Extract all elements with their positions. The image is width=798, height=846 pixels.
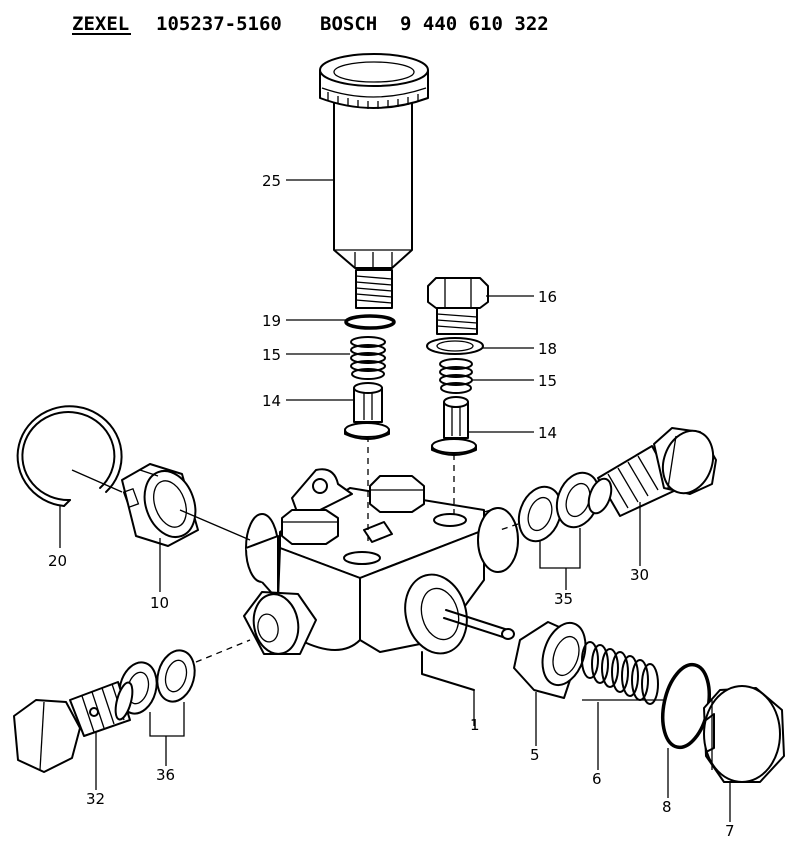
label-part-32: 32 (86, 790, 105, 808)
plug-bolt-part (427, 277, 489, 335)
bosch-number: 9 440 610 322 (400, 13, 549, 35)
leader-lines (59, 179, 731, 822)
washer-pair-35 (517, 471, 601, 569)
pump-body-part (243, 468, 519, 691)
cap-nut-part (703, 685, 785, 783)
connector-sleeve-part (121, 463, 199, 547)
spring-right-part (439, 358, 473, 394)
label-part-8: 8 (662, 798, 672, 816)
label-part-1: 1 (470, 716, 480, 734)
label-part-18: 18 (538, 340, 557, 358)
label-part-7: 7 (725, 822, 735, 840)
piston-spring-part (581, 641, 659, 705)
zexel-number: 105237-5160 (156, 13, 282, 35)
label-part-15b: 15 (538, 372, 557, 390)
label-part-16: 16 (538, 288, 557, 306)
label-part-19: 19 (262, 312, 281, 330)
brand-label: ZEXEL (72, 13, 129, 35)
check-valve-left-part (344, 382, 390, 440)
label-part-5: 5 (530, 746, 540, 764)
part-labels: 25 19 15 14 16 18 15 14 20 10 30 35 1 5 … (48, 172, 735, 840)
label-part-25: 25 (262, 172, 281, 190)
label-part-20: 20 (48, 552, 67, 570)
label-part-14a: 14 (262, 392, 281, 410)
check-valve-right-part (431, 396, 477, 456)
spring-left-part (350, 336, 386, 380)
label-part-36: 36 (156, 766, 175, 784)
banjo-bolt-right-part (587, 427, 717, 517)
filter-canister-part (319, 53, 429, 309)
banjo-bolt-left-part (13, 681, 134, 773)
label-part-15a: 15 (262, 346, 281, 364)
piston-part (443, 609, 587, 699)
diagram-header: ZEXEL 105237-5160 BOSCH 9 440 610 322 (72, 13, 549, 35)
label-part-10: 10 (150, 594, 169, 612)
label-part-6: 6 (592, 770, 602, 788)
label-part-30: 30 (630, 566, 649, 584)
label-part-14b: 14 (538, 424, 557, 442)
snap-ring-part (16, 405, 123, 507)
o-ring-part (344, 314, 396, 330)
label-part-35: 35 (554, 590, 573, 608)
maker-label: BOSCH (320, 13, 377, 35)
washer-part-18 (426, 337, 484, 355)
